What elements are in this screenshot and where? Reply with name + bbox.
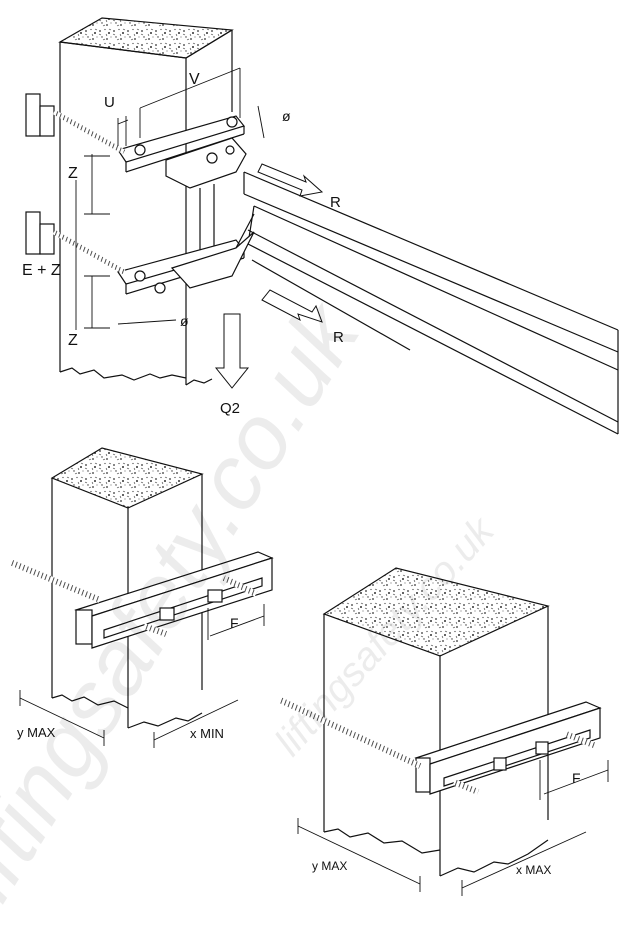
bl-label-f: F: [230, 615, 239, 631]
label-z-top: Z: [68, 165, 78, 182]
label-diameter-bottom: ø: [180, 313, 189, 329]
diagram-canvas: V U ø Z R E + Z ø Z R Q2: [8, 17, 619, 896]
top-upper-bracket: [165, 137, 247, 262]
label-v: V: [189, 71, 200, 88]
top-beam: [243, 171, 619, 435]
diagram-svg: V U ø Z R E + Z ø Z R Q2: [8, 17, 619, 896]
label-z-bottom: Z: [68, 332, 78, 349]
label-q2: Q2: [220, 400, 240, 417]
top-arrows: [214, 163, 324, 389]
br-dimensions: [297, 760, 609, 896]
bl-clamp: [8, 551, 274, 649]
top-lower-clamp: [25, 211, 246, 295]
bottom-right-labels: F y MAX x MAX: [312, 770, 581, 877]
bl-dimensions: [19, 604, 265, 748]
top-figure-labels: V U ø Z R E + Z ø Z R Q2: [22, 71, 344, 417]
bottom-left-figure: [8, 447, 274, 748]
label-r-top: R: [330, 194, 341, 211]
top-dimensions: [75, 67, 265, 330]
top-column: [58, 17, 234, 386]
label-u: U: [104, 94, 115, 111]
top-figure: [25, 17, 619, 435]
label-diameter-top: ø: [282, 108, 291, 124]
bl-label-x-min: x MIN: [190, 726, 224, 741]
bottom-left-labels: F y MAX x MIN: [17, 615, 239, 741]
label-r-bottom: R: [333, 329, 344, 346]
top-upper-clamp: [25, 93, 246, 173]
br-label-f: F: [572, 770, 581, 786]
br-label-x-max: x MAX: [516, 863, 551, 877]
bl-label-y-max: y MAX: [17, 725, 56, 740]
label-e-plus-z: E + Z: [22, 262, 61, 279]
bottom-right-figure: [278, 567, 609, 896]
br-label-y-max: y MAX: [312, 859, 347, 873]
top-lower-strut: [170, 213, 255, 289]
br-column: [322, 567, 550, 877]
br-clamp: [278, 697, 602, 795]
